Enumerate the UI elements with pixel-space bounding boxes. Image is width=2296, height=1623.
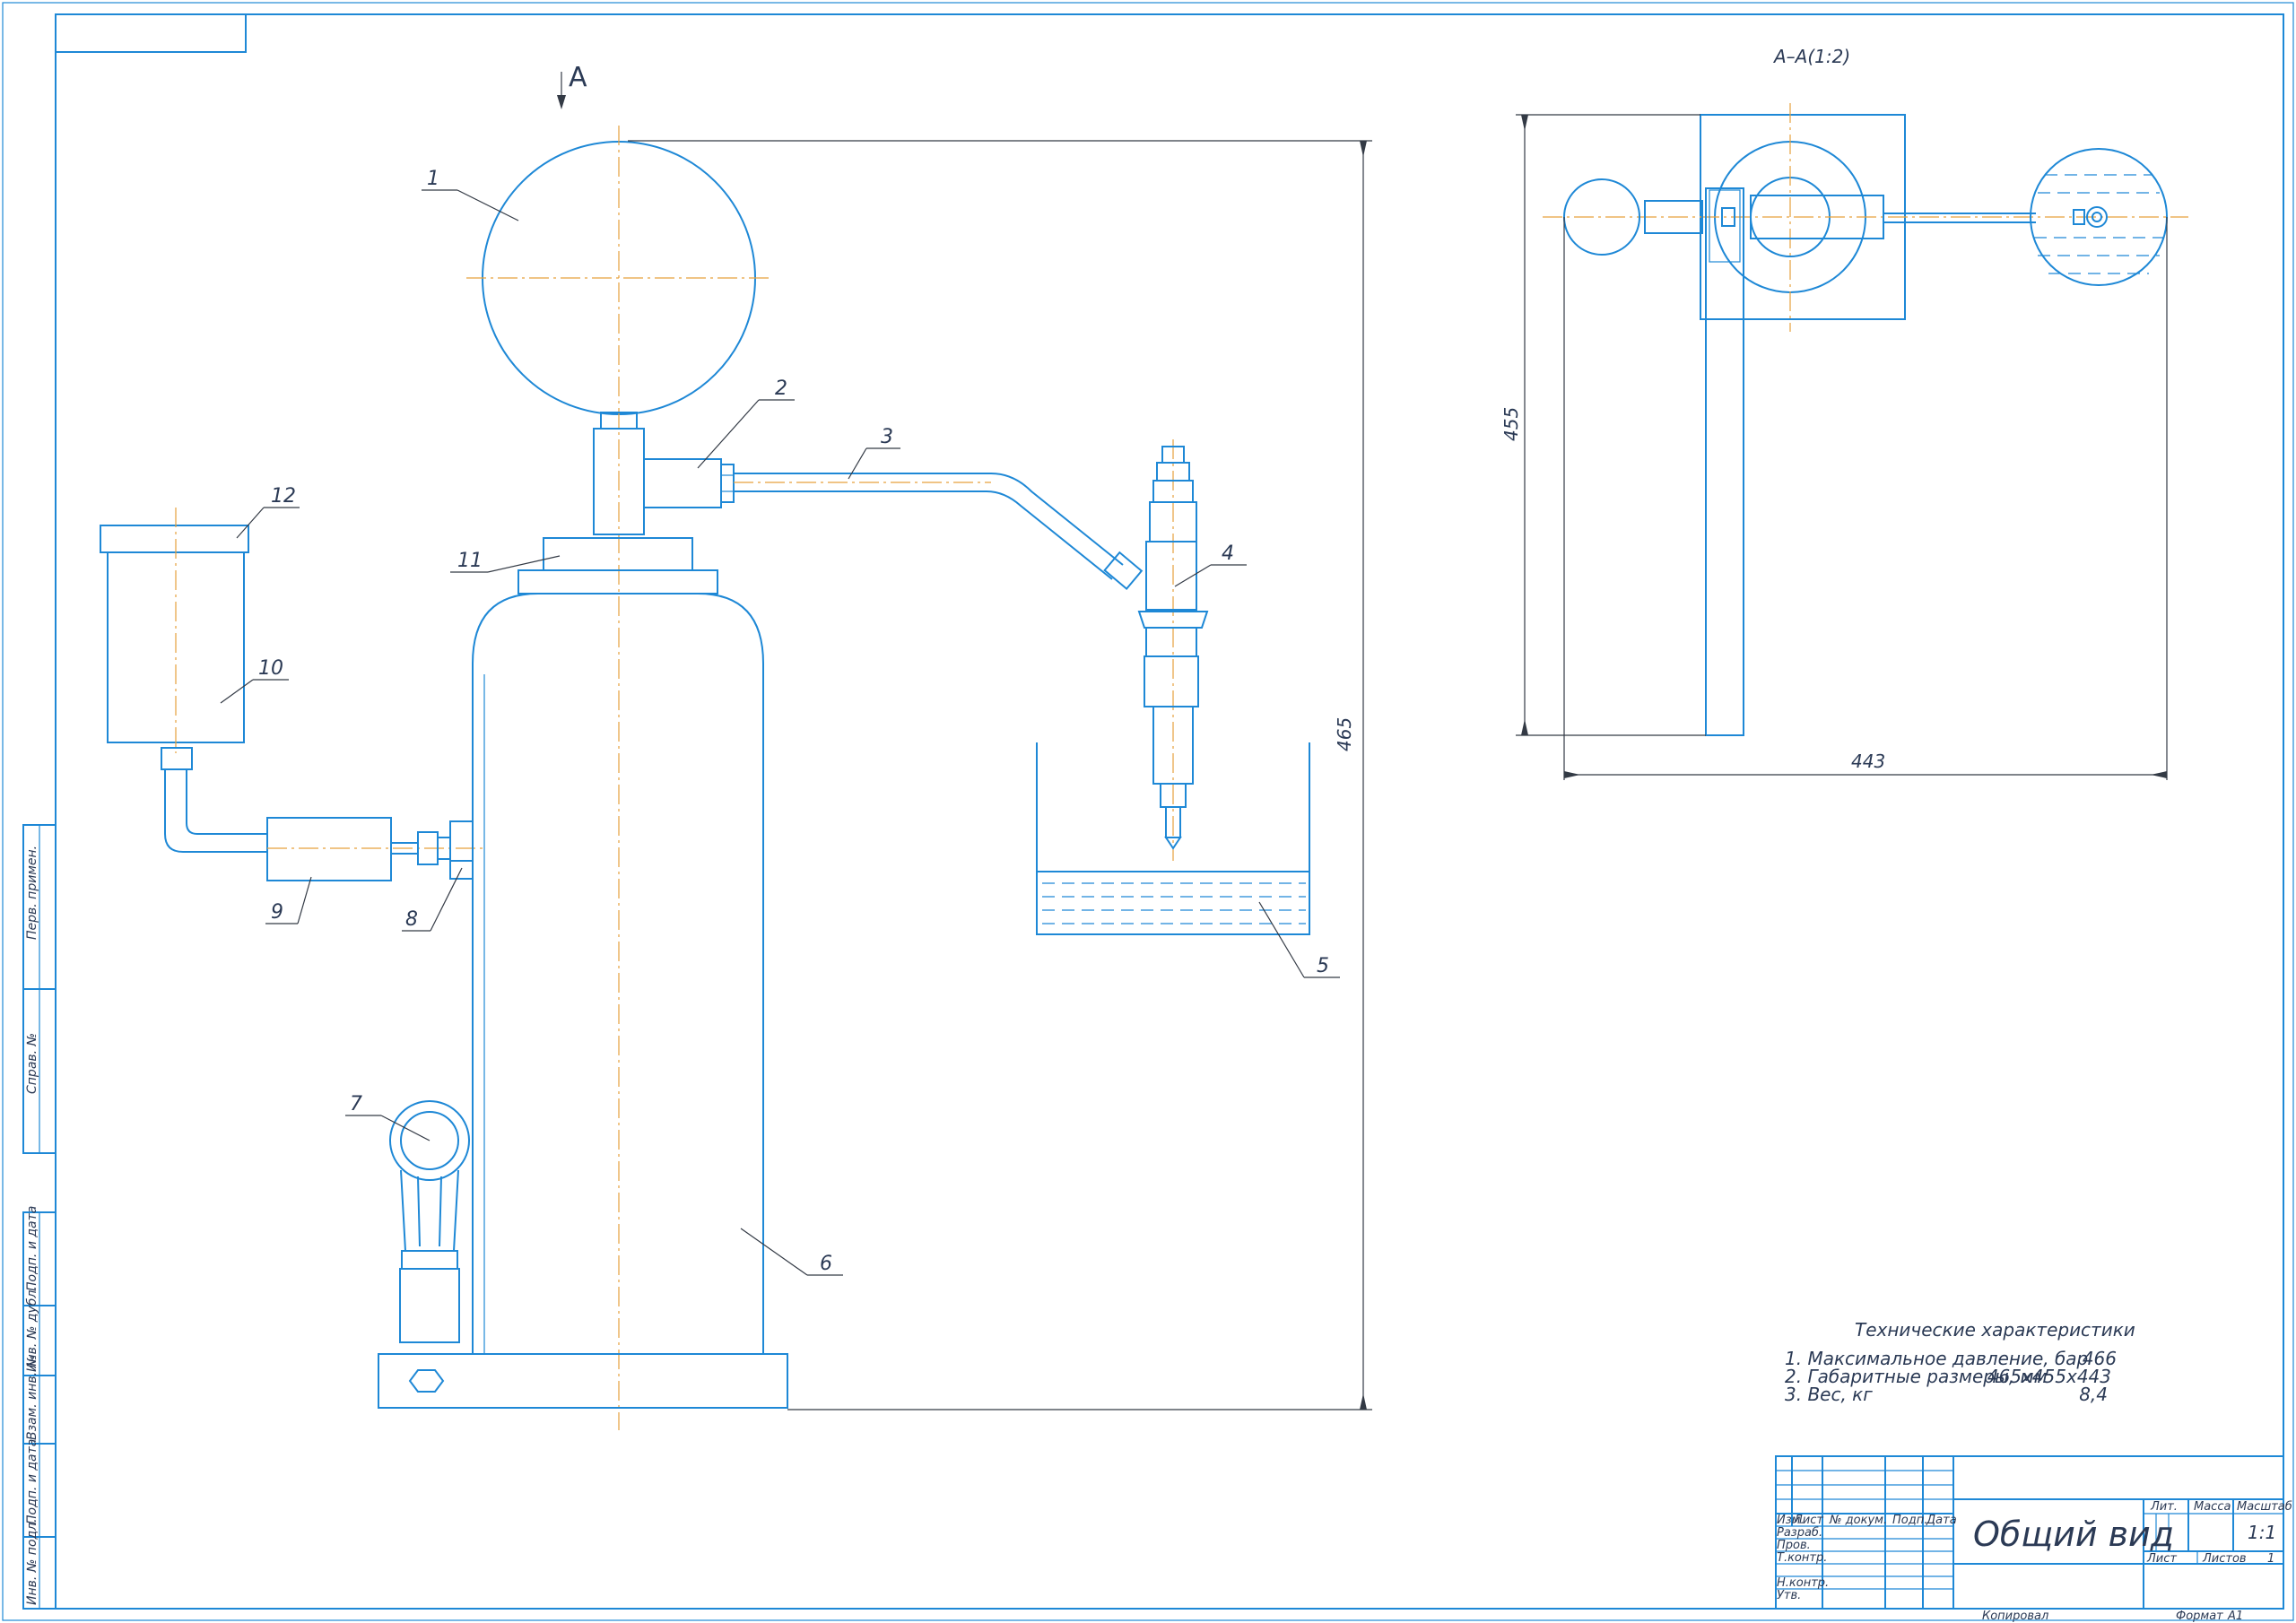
section-title: A–A(1:2) <box>1772 46 1850 67</box>
tb-format: Формат <box>2176 1610 2223 1623</box>
tb-header-list: Лист <box>1793 1514 1823 1527</box>
part-gauge <box>466 126 771 1430</box>
tb-sheets-value: 1 <box>2267 1552 2274 1566</box>
part-injector <box>1137 439 1209 861</box>
stamp-label-6: Подп. и дата <box>25 1439 39 1524</box>
part-label-6: 6 <box>820 1253 832 1275</box>
part-reservoir-line <box>100 508 484 881</box>
dim-455-label: 455 <box>1500 407 1522 441</box>
side-stamp: Перв. примен. Справ. № Подп. и дата Инв.… <box>22 824 57 1610</box>
stamp-label-1: Перв. примен. <box>25 846 39 940</box>
tb-format-value: А1 <box>2227 1610 2243 1623</box>
part-base <box>378 1353 788 1409</box>
part-label-2: 2 <box>775 378 787 400</box>
specs-block: Технические характеристики 1. Максимальн… <box>1785 1319 2135 1405</box>
specs-title: Технические характеристики <box>1855 1319 2135 1341</box>
spec-3-label: 3. Вес, кг <box>1785 1384 1873 1405</box>
main-view: A <box>100 62 1372 1430</box>
tb-copied: Копировал <box>1982 1610 2048 1623</box>
view-label-a: A <box>569 62 587 93</box>
leaders <box>220 189 1340 1276</box>
title-block: Изм. Лист № докум. Подп. Дата Разраб. Пр… <box>1775 1455 2292 1623</box>
tb-role-3: Т.контр. <box>1777 1551 1827 1565</box>
tb-role-1: Разраб. <box>1777 1526 1822 1540</box>
spec-3-value: 8,4 <box>2079 1384 2108 1405</box>
dim-465-label: 465 <box>1334 717 1355 751</box>
spec-1-label: 1. Максимальное давление, бар <box>1785 1348 2088 1369</box>
tb-header-doc: № докум. <box>1829 1514 1887 1527</box>
stamp-label-2: Справ. № <box>25 1033 39 1094</box>
tb-drawing-name: Общий вид <box>1973 1515 2174 1554</box>
dim-height-main: 4 6 5 <box>628 140 1372 1410</box>
part-label-3: 3 <box>881 426 893 448</box>
part-label-9: 9 <box>271 901 283 924</box>
part-label-1: 1 <box>427 168 439 190</box>
stamp-label-3: Подп. и дата <box>25 1206 39 1291</box>
tb-scale: Масштаб <box>2237 1500 2292 1514</box>
part-label-12: 12 <box>271 485 296 508</box>
part-label-11: 11 <box>457 550 483 572</box>
part-block-and-tube <box>643 458 1144 591</box>
tb-role-2: Пров. <box>1777 1539 1811 1552</box>
view-arrow-a: A <box>557 62 587 109</box>
part-label-7: 7 <box>350 1093 362 1115</box>
spec-2-label: 2. Габаритные размеры, мм <box>1785 1366 2048 1387</box>
part-label-10: 10 <box>258 657 283 680</box>
tb-role-6: Утв. <box>1777 1589 1801 1602</box>
part-label-4: 4 <box>1222 542 1234 565</box>
dim-443-label: 443 <box>1851 751 1885 772</box>
tb-role-5: Н.контр. <box>1777 1576 1829 1590</box>
tb-header-sign: Подп. <box>1892 1514 1927 1527</box>
part-label-5: 5 <box>1317 955 1329 977</box>
part-labels: 1 2 3 4 5 6 7 8 9 10 11 12 <box>258 168 1329 1275</box>
part-handle <box>389 1100 470 1343</box>
spec-2-value: 465x455x443 <box>1987 1366 2111 1387</box>
stamp-label-5: Взам. инв. № <box>25 1355 39 1440</box>
part-beaker <box>1036 742 1310 935</box>
stamp-label-7: Инв. № подл. <box>25 1518 39 1605</box>
drawing-frame <box>55 13 2284 1610</box>
tb-header-izm: Изм. <box>1777 1514 1805 1527</box>
part-label-8: 8 <box>405 908 418 931</box>
tb-scale-value: 1:1 <box>2248 1522 2276 1543</box>
part-cylinder <box>472 537 764 1354</box>
tb-header-date: Дата <box>1926 1514 1957 1527</box>
corner-stamp <box>55 13 247 53</box>
tb-sheet: Лист <box>2146 1552 2177 1566</box>
spec-1-value: 466 <box>2083 1348 2117 1369</box>
tb-sheets: Листов <box>2202 1552 2247 1566</box>
section-view: A–A(1:2) 455 443 <box>1500 46 2188 780</box>
tb-mass: Масса <box>2194 1500 2231 1514</box>
stamp-label-4: Инв. № дубл. <box>25 1286 39 1372</box>
tb-lit: Лит. <box>2150 1500 2178 1514</box>
